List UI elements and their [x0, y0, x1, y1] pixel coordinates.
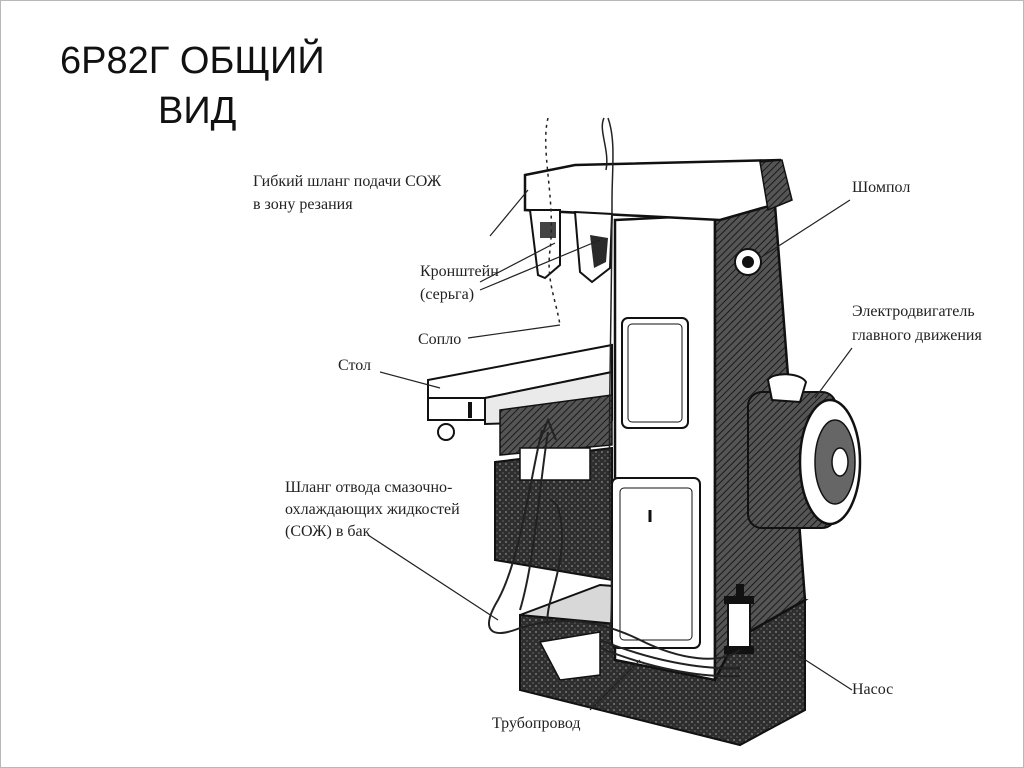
label-drain-hose-line1: Шланг отвода смазочно-: [285, 479, 453, 496]
label-drain-hose-line2: охлаждающих жидкостей: [285, 501, 460, 518]
label-supply-hose-line1: Гибкий шланг подачи СОЖ: [253, 173, 442, 190]
knee: [494, 446, 613, 582]
supply-hose: [545, 117, 614, 641]
label-nozzle: Сопло: [418, 331, 462, 348]
pipeline: [599, 639, 741, 678]
work-table: [427, 343, 613, 456]
slide-title-line1: 6Р82Г ОБЩИЙ: [60, 40, 325, 82]
label-bracket-line1: Кронштейн: [420, 263, 499, 280]
overarm: [523, 158, 793, 284]
ramrod: [734, 248, 762, 276]
label-pipeline: Трубопровод: [492, 715, 581, 732]
label-motor-line1: Электродвигатель: [852, 303, 975, 320]
label-bracket-line2: (серьга): [420, 286, 475, 303]
label-motor-line2: главного движения: [852, 327, 982, 344]
label-supply-hose-line2: в зону резания: [253, 196, 353, 213]
main-motor: [747, 373, 862, 529]
label-table: Стол: [338, 357, 372, 374]
label-ramrod: Шомпол: [852, 179, 911, 196]
slide-title-line2: ВИД: [158, 90, 237, 132]
label-drain-hose-line3: (СОЖ) в бак: [285, 523, 371, 540]
drain-hose: [488, 417, 741, 660]
leader-lines: [367, 189, 853, 711]
label-pump: Насос: [852, 681, 894, 698]
